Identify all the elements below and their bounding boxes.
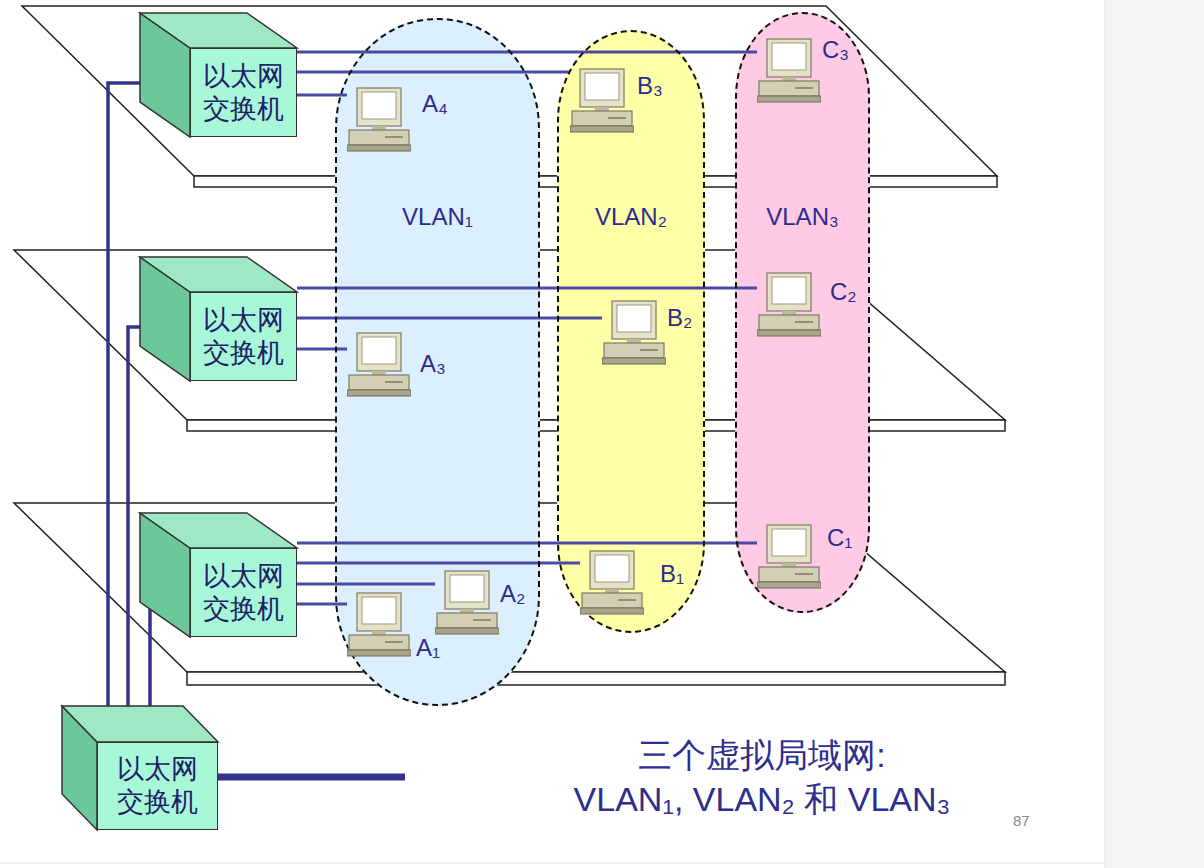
computer-label: C₃ <box>822 36 824 64</box>
vlan-label: VLAN₂ <box>559 203 703 231</box>
computer: A₁ <box>347 592 418 664</box>
strip-edge <box>1105 0 1106 868</box>
access-cable <box>297 583 435 586</box>
access-cable <box>297 348 347 351</box>
access-cable <box>297 603 347 606</box>
switch-label: 以太网 交换机 <box>197 560 290 626</box>
switch-top <box>62 706 218 742</box>
computer: A₂ <box>435 570 502 636</box>
computer-label: B₂ <box>667 304 669 332</box>
switch-top <box>140 13 297 48</box>
computer-icon <box>347 592 411 658</box>
computer: B₃ <box>570 68 639 134</box>
computer-icon <box>347 88 411 151</box>
computer: A₃ <box>347 332 422 398</box>
computer-icon <box>435 571 499 634</box>
computer-icon <box>347 333 411 396</box>
computer-label: B₁ <box>660 560 662 588</box>
switch-top <box>140 257 297 292</box>
trunk-cable <box>108 83 190 742</box>
access-cable <box>297 71 570 74</box>
vlan-label: VLAN₁ <box>337 203 538 231</box>
computer-icon <box>602 301 666 364</box>
computer-icon <box>757 38 821 104</box>
caption: 三个虚拟局域网: VLAN₁, VLAN₂ 和 VLAN₃ <box>522 733 1002 821</box>
computer-icon <box>757 39 821 102</box>
ethernet-switch: 以太网 交换机 <box>190 48 297 137</box>
side-strip <box>1105 0 1204 868</box>
computer: C₃ <box>757 38 824 104</box>
vlan-fill <box>735 12 870 613</box>
switch-top <box>140 513 297 548</box>
computer-label: C₁ <box>827 524 829 552</box>
switch-label: 以太网 交换机 <box>197 304 290 370</box>
page-number: 87 <box>1013 812 1030 829</box>
access-cable <box>297 562 580 565</box>
computer-icon <box>570 69 634 132</box>
ethernet-switch: 以太网 交换机 <box>97 742 218 830</box>
computer-label: B₃ <box>637 72 639 100</box>
computer-label: C₂ <box>830 278 832 306</box>
computer-label: A₂ <box>500 580 502 608</box>
computer: B₂ <box>602 300 669 366</box>
vlan-region: VLAN₁ A₄ A₃ A₂ A₁ <box>335 18 540 706</box>
computer-icon <box>757 273 821 336</box>
computer-icon <box>347 332 411 398</box>
computer-icon <box>757 524 821 590</box>
computer: C₁ <box>757 524 829 590</box>
computer-label: A₄ <box>422 90 424 118</box>
floor-edge <box>187 672 1005 685</box>
computer: A₄ <box>347 87 424 153</box>
access-cable <box>297 287 757 290</box>
vlan-label: VLAN₃ <box>737 203 868 231</box>
computer-icon <box>580 550 644 616</box>
computer-icon <box>757 272 821 338</box>
computer-icon <box>347 87 411 153</box>
computer: C₂ <box>757 272 832 338</box>
computer-icon <box>580 551 644 614</box>
computer: B₁ <box>580 550 662 616</box>
computer-icon <box>347 593 411 656</box>
computer-label: A₁ <box>416 634 418 662</box>
vlan-region: VLAN₃ C₃ C₂ C₁ <box>735 12 870 613</box>
computer-icon <box>602 300 666 366</box>
computer-icon <box>435 570 499 636</box>
vlan-region: VLAN₂ B₃ B₂ B₁ <box>557 30 705 633</box>
access-cable <box>297 542 757 545</box>
ethernet-switch: 以太网 交换机 <box>190 548 297 637</box>
access-cable <box>297 51 757 54</box>
bottom-edge <box>0 863 1105 864</box>
ethernet-switch: 以太网 交换机 <box>190 292 297 381</box>
vlan-fill <box>335 18 540 706</box>
switch-label: 以太网 交换机 <box>197 60 290 126</box>
computer-icon <box>570 68 634 134</box>
computer-label: A₃ <box>420 350 422 378</box>
uplink-cable <box>218 774 405 781</box>
computer-icon <box>757 525 821 588</box>
switch-label: 以太网 交换机 <box>104 753 211 819</box>
access-cable <box>297 94 347 97</box>
